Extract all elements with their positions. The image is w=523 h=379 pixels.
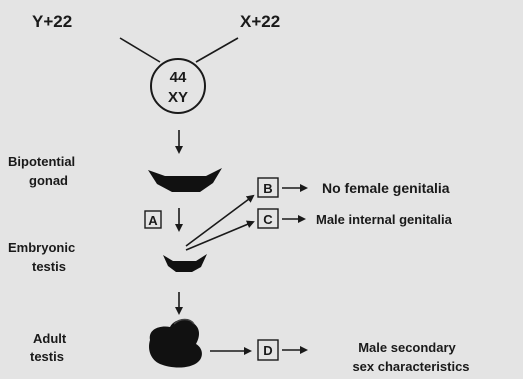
embryonic-label-line2: testis [32,259,66,274]
outcome-d-line2: sex characteristics [352,359,469,374]
box-b-label: B [263,181,272,196]
box-d-label: D [263,343,272,358]
box-a [144,210,162,229]
embryonic-testis-shape [163,254,207,272]
adult-testis-shape [149,319,202,368]
bipotential-label-line2: gonad [29,173,68,188]
outcome-c-text: Male internal genitalia [316,212,453,227]
zygote-autosome-count: 44 [170,69,187,86]
bipotential-label-line1: Bipotential [8,154,75,169]
zygote-sex-chromosomes: XY [168,89,188,106]
adult-testis-highlight [173,318,195,325]
gamete-y-connector [119,37,161,63]
embryonic-label-line1: Embryonic [8,240,75,255]
gamete-y-label: Y+22 [32,12,72,31]
adult-label-line1: Adult [33,331,67,346]
bipotential-gonad-shape [148,168,222,192]
box-a-label: A [148,213,158,228]
arrow-embryonic-to-c [185,220,255,251]
box-c [257,208,279,229]
arrow-embryonic-to-b [185,194,255,247]
adult-label-line2: testis [30,349,64,364]
outcome-d-line1: Male secondary [358,340,456,355]
gamete-x-connector [195,37,239,63]
gamete-x-label: X+22 [240,12,280,31]
box-d [257,339,279,361]
outcome-b-text: No female genitalia [322,180,450,196]
box-b [257,177,279,198]
box-c-label: C [263,212,273,227]
zygote-circle [150,58,206,114]
